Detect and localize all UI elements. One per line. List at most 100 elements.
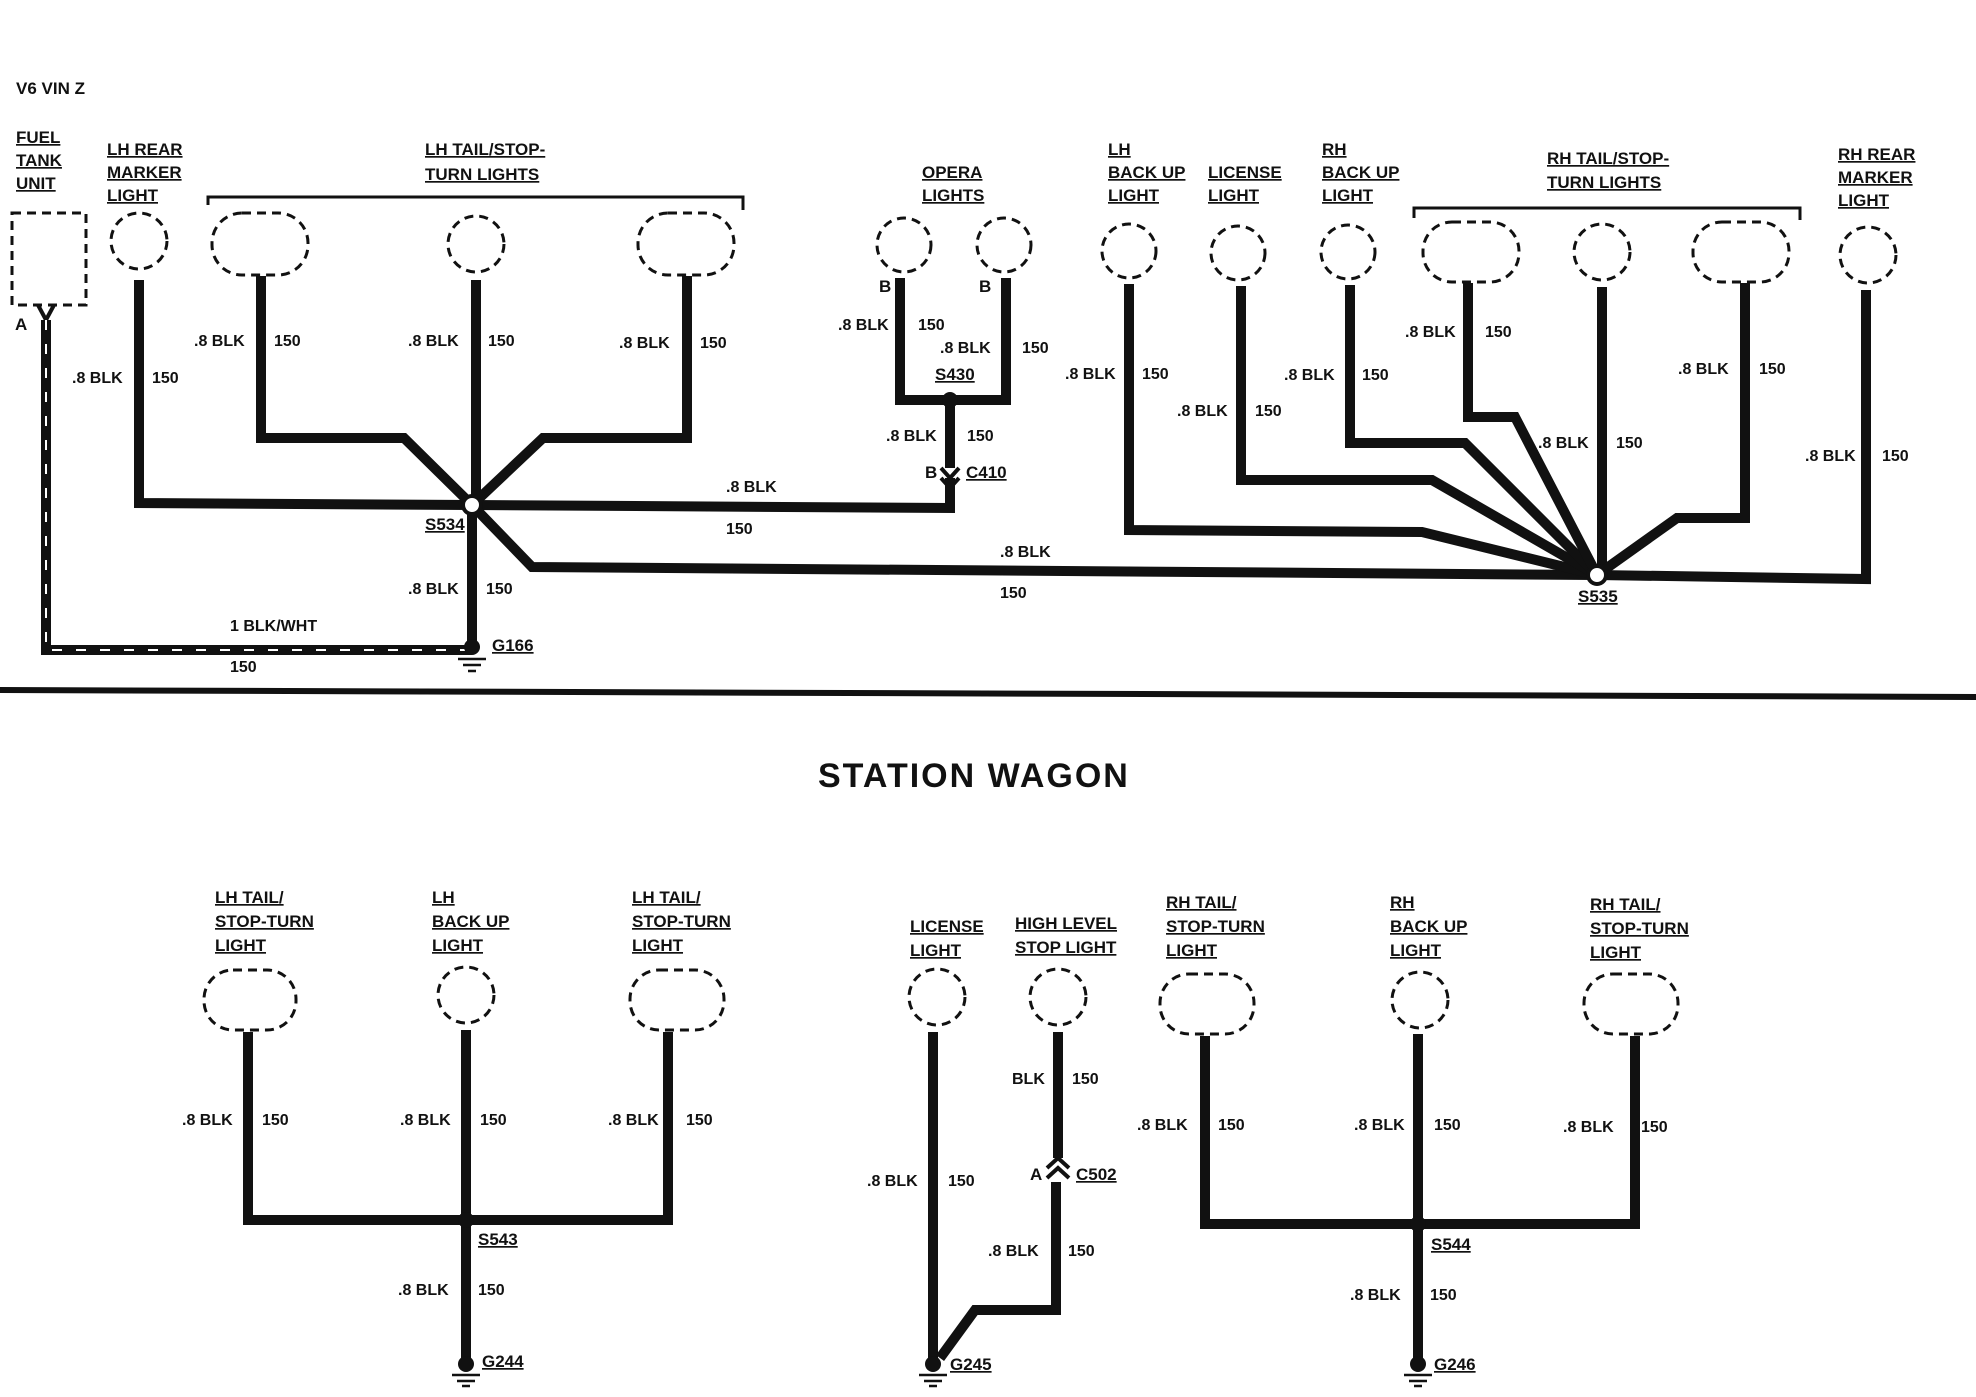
section-title: STATION WAGON bbox=[818, 757, 1130, 795]
svg-text:150: 150 bbox=[152, 370, 179, 387]
lamp-icon bbox=[446, 214, 506, 274]
svg-text:RH TAIL/: RH TAIL/ bbox=[1166, 893, 1237, 912]
svg-text:.8 BLK: .8 BLK bbox=[1563, 1119, 1614, 1136]
svg-text:150: 150 bbox=[1362, 367, 1389, 384]
svg-text:BACK UP: BACK UP bbox=[432, 912, 509, 931]
svg-text:LH TAIL/: LH TAIL/ bbox=[215, 888, 284, 907]
svg-text:FUEL: FUEL bbox=[16, 128, 60, 147]
svg-text:LIGHT: LIGHT bbox=[1590, 943, 1642, 962]
splice-s534-icon bbox=[461, 494, 483, 516]
wire-lh-tails bbox=[243, 1032, 673, 1225]
rh-rear-marker-light: RH REAR MARKER LIGHT bbox=[1838, 145, 1915, 285]
lamp-icon bbox=[1838, 225, 1898, 285]
svg-text:.8 BLK: .8 BLK bbox=[1137, 1117, 1188, 1134]
svg-text:150: 150 bbox=[1485, 324, 1512, 341]
splice-label-s430: S430 bbox=[935, 365, 975, 384]
svg-text:LICENSE: LICENSE bbox=[1208, 163, 1282, 182]
svg-text:.8 BLK: .8 BLK bbox=[940, 340, 991, 357]
svg-text:150: 150 bbox=[686, 1112, 713, 1129]
svg-text:150: 150 bbox=[1430, 1287, 1457, 1304]
svg-text:LIGHT: LIGHT bbox=[1322, 186, 1374, 205]
lamp-icon bbox=[875, 216, 933, 274]
svg-text:LIGHT: LIGHT bbox=[1208, 186, 1260, 205]
rh-tail-stop-turn-lights: RH TAIL/STOP- TURN LIGHTS bbox=[1412, 149, 1802, 284]
fuel-tank-box bbox=[10, 211, 88, 307]
svg-text:.8 BLK: .8 BLK bbox=[1177, 403, 1228, 420]
svg-text:BACK UP: BACK UP bbox=[1322, 163, 1399, 182]
wire-s534-c410 bbox=[471, 478, 955, 514]
svg-text:150: 150 bbox=[1759, 361, 1786, 378]
svg-text:MARKER: MARKER bbox=[107, 163, 182, 182]
svg-text:.8 BLK: .8 BLK bbox=[619, 335, 670, 352]
svg-text:150: 150 bbox=[1434, 1117, 1461, 1134]
svg-text:150: 150 bbox=[230, 659, 257, 676]
svg-text:150: 150 bbox=[726, 521, 753, 538]
wire-high-level-lower bbox=[935, 1182, 1061, 1361]
svg-text:LIGHT: LIGHT bbox=[107, 186, 159, 205]
lamp-icon bbox=[628, 968, 726, 1032]
svg-text:RH: RH bbox=[1390, 893, 1415, 912]
svg-text:150: 150 bbox=[967, 428, 994, 445]
lamp-icon bbox=[1028, 967, 1088, 1027]
svg-text:150: 150 bbox=[1022, 340, 1049, 357]
lamp-icon bbox=[1421, 220, 1521, 284]
ground-icon bbox=[1410, 1356, 1426, 1372]
svg-text:HIGH LEVEL: HIGH LEVEL bbox=[1015, 914, 1117, 933]
connector-label-c502: C502 bbox=[1076, 1165, 1117, 1184]
svg-text:RH: RH bbox=[1322, 140, 1347, 159]
splice-label-s544: S544 bbox=[1431, 1235, 1471, 1254]
wagon-lh-tail-2: LH TAIL/ STOP-TURN LIGHT bbox=[628, 888, 731, 1032]
lamp-icon bbox=[1691, 220, 1791, 284]
svg-text:.8 BLK: .8 BLK bbox=[72, 370, 123, 387]
svg-text:150: 150 bbox=[274, 333, 301, 350]
ground-icon bbox=[925, 1356, 941, 1372]
connector-pin-c410: B bbox=[925, 463, 937, 482]
license-light: LICENSE LIGHT bbox=[1208, 163, 1282, 282]
wagon-license: LICENSE LIGHT bbox=[907, 917, 984, 1027]
splice-label-s543: S543 bbox=[478, 1230, 518, 1249]
svg-text:STOP-TURN: STOP-TURN bbox=[215, 912, 314, 931]
fuel-tank-unit: FUEL TANK UNIT A bbox=[10, 128, 88, 334]
wire-fuel-tank bbox=[41, 320, 472, 655]
svg-text:.8 BLK: .8 BLK bbox=[1284, 367, 1335, 384]
svg-text:150: 150 bbox=[1068, 1243, 1095, 1260]
svg-text:LH: LH bbox=[1108, 140, 1131, 159]
wire-rh-marker bbox=[1596, 290, 1871, 585]
svg-text:G244: G244 bbox=[482, 1352, 524, 1371]
svg-text:TANK: TANK bbox=[16, 151, 63, 170]
pin-terminal-icon bbox=[36, 304, 56, 325]
svg-text:BACK UP: BACK UP bbox=[1390, 917, 1467, 936]
svg-text:UNIT: UNIT bbox=[16, 174, 56, 193]
lamp-icon bbox=[1319, 223, 1377, 281]
engine-label: V6 VIN Z bbox=[16, 79, 85, 98]
svg-text:.8 BLK: .8 BLK bbox=[398, 1282, 449, 1299]
svg-text:150: 150 bbox=[948, 1173, 975, 1190]
wagon-rh-tail-2: RH TAIL/ STOP-TURN LIGHT bbox=[1582, 895, 1689, 1036]
splice-label-s534: S534 bbox=[425, 515, 465, 534]
svg-text:150: 150 bbox=[1142, 366, 1169, 383]
svg-text:LIGHT: LIGHT bbox=[910, 941, 962, 960]
wagon-high-level-stop: HIGH LEVEL STOP LIGHT bbox=[1015, 914, 1117, 1027]
svg-text:150: 150 bbox=[1641, 1119, 1668, 1136]
svg-text:150: 150 bbox=[1218, 1117, 1245, 1134]
svg-text:LIGHT: LIGHT bbox=[215, 936, 267, 955]
connector-c410-icon bbox=[939, 466, 961, 491]
ground-g166: G166 bbox=[458, 636, 534, 673]
svg-text:TURN LIGHTS: TURN LIGHTS bbox=[1547, 173, 1661, 192]
svg-text:BLK: BLK bbox=[1012, 1071, 1045, 1088]
svg-text:RH REAR: RH REAR bbox=[1838, 145, 1915, 164]
lamp-icon bbox=[210, 211, 310, 277]
svg-text:.8 BLK: .8 BLK bbox=[1678, 361, 1729, 378]
splice-s430-icon bbox=[942, 392, 958, 408]
wire-lh-marker bbox=[134, 280, 473, 510]
group-bracket bbox=[1412, 206, 1802, 220]
rh-backup-light: RH BACK UP LIGHT bbox=[1319, 140, 1399, 281]
lh-rear-marker-light: LH REAR MARKER LIGHT bbox=[107, 140, 183, 271]
opera-lights: OPERA LIGHTS B B bbox=[875, 163, 1033, 296]
connector-pin-c502: A bbox=[1030, 1165, 1042, 1184]
lamp-icon bbox=[1582, 972, 1680, 1036]
svg-text:.8 BLK: .8 BLK bbox=[886, 428, 937, 445]
svg-text:150: 150 bbox=[1255, 403, 1282, 420]
svg-text:LH REAR: LH REAR bbox=[107, 140, 183, 159]
lh-tail-stop-turn-lights: LH TAIL/STOP- TURN LIGHTS bbox=[206, 140, 745, 277]
